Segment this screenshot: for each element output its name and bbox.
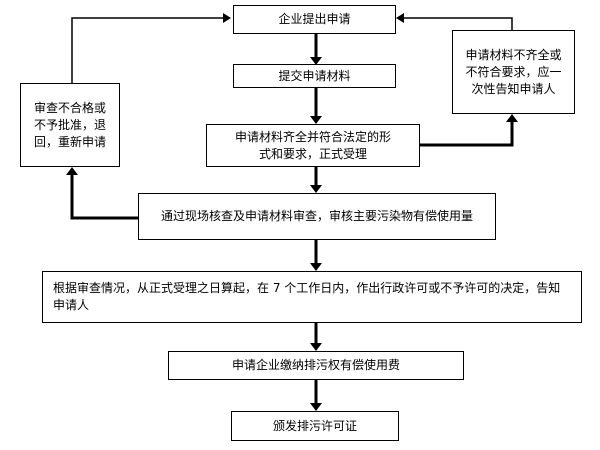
step-issue-label: 颁发排污许可证 (272, 418, 357, 433)
arrowhead-incomplete (506, 114, 518, 122)
arrowhead-decide (310, 263, 322, 271)
step-apply-label: 企业提出申请 (278, 12, 351, 26)
arrowhead-apply-left (223, 13, 231, 23)
step-accept-label: 申请材料齐全并符合法定的形式和要求，正式受理 (234, 129, 391, 161)
step-issue: 颁发排污许可证 (231, 411, 399, 441)
step-review-label: 通过现场核查及申请材料审查，审核主要污染物有偿使用量 (160, 209, 473, 223)
step-submit-label: 提交申请材料 (278, 68, 351, 83)
arrow-accept-to-incomplete (420, 121, 514, 147)
arrow-review-to-rejected (70, 174, 138, 220)
step-submit: 提交申请材料 (233, 64, 396, 88)
arrowhead-issue (310, 403, 322, 411)
arrowhead-apply-right (396, 13, 404, 23)
step-decide: 根据审查情况，从正式受理之日算起，在 7 个工作日内，作出行政许可或不予许可的决… (42, 271, 582, 323)
step-apply: 企业提出申请 (233, 5, 396, 34)
step-pay-label: 申请企业缴纳排污权有偿使用费 (231, 358, 400, 372)
note-rejected-label: 审查不合格或不予批准，退回，重新申请 (33, 100, 106, 149)
step-decide-label: 根据审查情况，从正式受理之日算起，在 7 个工作日内，作出行政许可或不予许可的决… (53, 281, 561, 312)
arrowhead-accept (310, 116, 322, 124)
arrowhead-review (310, 185, 322, 193)
note-incomplete: 申请材料不齐全或不符合要求，应一次性告知申请人 (452, 30, 575, 114)
step-pay: 申请企业缴纳排污权有偿使用费 (168, 351, 464, 380)
arrow-rejected-to-apply (71, 17, 224, 83)
arrowhead-rejected (66, 167, 78, 175)
step-review: 通过现场核查及申请材料审查，审核主要污染物有偿使用量 (138, 193, 496, 240)
arrowhead-submit (310, 57, 322, 65)
arrow-incomplete-to-apply (403, 17, 513, 30)
step-accept: 申请材料齐全并符合法定的形式和要求，正式受理 (206, 124, 420, 167)
note-incomplete-label: 申请材料不齐全或不符合要求，应一次性告知申请人 (465, 47, 562, 96)
note-rejected: 审查不合格或不予批准，退回，重新申请 (20, 83, 120, 167)
arrowhead-pay (310, 343, 322, 351)
